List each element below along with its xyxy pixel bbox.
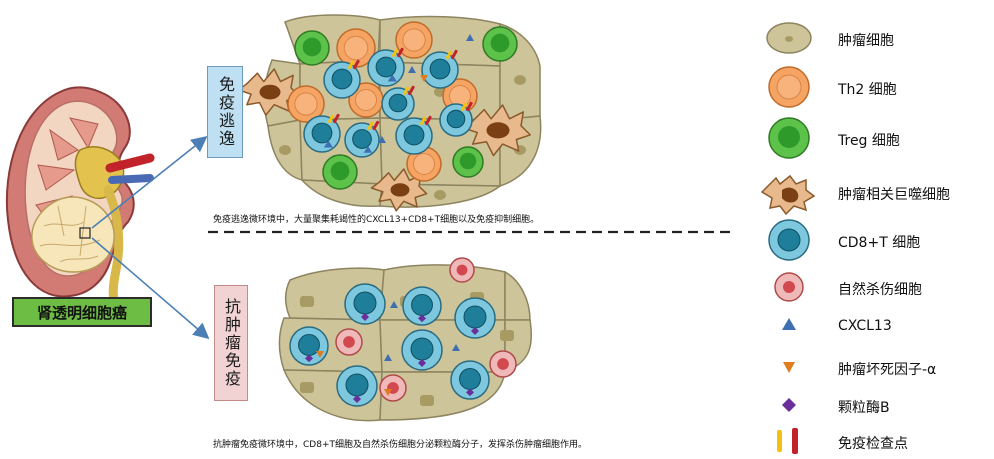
nk-cell [380, 375, 406, 401]
granzyme-b-icon [782, 398, 796, 412]
treg-cell [483, 27, 517, 61]
legend-label-treg-cell: Treg 细胞 [838, 130, 900, 150]
cxcl13-icon [782, 318, 796, 330]
legend-label-tnf-alpha: 肿瘤坏死因子-α [838, 359, 936, 379]
cd8-t-cell [455, 298, 495, 338]
treg-cell [453, 147, 483, 177]
cd8-t-cell-icon [769, 220, 809, 260]
legend-label-nk-cell: 自然杀伤细胞 [838, 279, 922, 299]
legend-label-macrophage: 肿瘤相关巨噬细胞 [838, 184, 950, 204]
nk-cell-icon [775, 273, 803, 301]
cd8-t-cell [402, 330, 442, 370]
legend-label-cxcl13: CXCL13 [838, 318, 892, 334]
nk-cell [490, 351, 516, 377]
legend-label-checkpoint: 免疫检查点 [838, 433, 908, 453]
treg-cell-icon [769, 118, 809, 158]
tumor-cell-icon [767, 23, 811, 53]
top-panel-caption: 免疫逃逸微环境中，大量聚集耗竭性的CXCL13+CD8+T细胞以及免疫抑制细胞。 [213, 212, 539, 225]
kidney-label-text: 肾透明细胞癌 [37, 302, 127, 323]
checkpoint-icon [777, 428, 798, 454]
th2-cell-icon [769, 67, 809, 107]
cd8-t-cell [337, 366, 377, 406]
legend-label-cd8-t-cell: CD8+T 细胞 [838, 232, 920, 252]
macrophage-icon [762, 176, 814, 214]
kidney-label: 肾透明细胞癌 [12, 297, 152, 327]
nk-cell [336, 329, 362, 355]
cd8-t-cell [290, 327, 328, 365]
bottom-panel-tag-text: 抗肿瘤免疫 [219, 298, 243, 388]
top-panel-tag: 免疫逃逸 [207, 66, 243, 158]
legend-label-th2-cell: Th2 细胞 [838, 79, 897, 99]
bottom-panel-caption: 抗肿瘤免疫微环境中，CD8+T细胞及自然杀伤细胞分泌颗粒酶分子，发挥杀伤肿瘤细胞… [213, 437, 587, 450]
treg-cell [295, 31, 329, 65]
treg-cell [323, 155, 357, 189]
legend-label-granzyme-b: 颗粒酶B [838, 397, 890, 417]
legend-icons [762, 23, 814, 454]
tnf-alpha-icon [783, 362, 795, 373]
top-panel-tag-text: 免疫逃逸 [213, 76, 237, 148]
cd8-t-cell [345, 284, 385, 324]
cd8-t-cell [451, 361, 489, 399]
cd8-t-cell [403, 287, 441, 325]
nk-cell [450, 258, 474, 282]
legend-label-tumor-cell: 肿瘤细胞 [838, 30, 894, 50]
bottom-panel-tag: 抗肿瘤免疫 [214, 285, 248, 401]
